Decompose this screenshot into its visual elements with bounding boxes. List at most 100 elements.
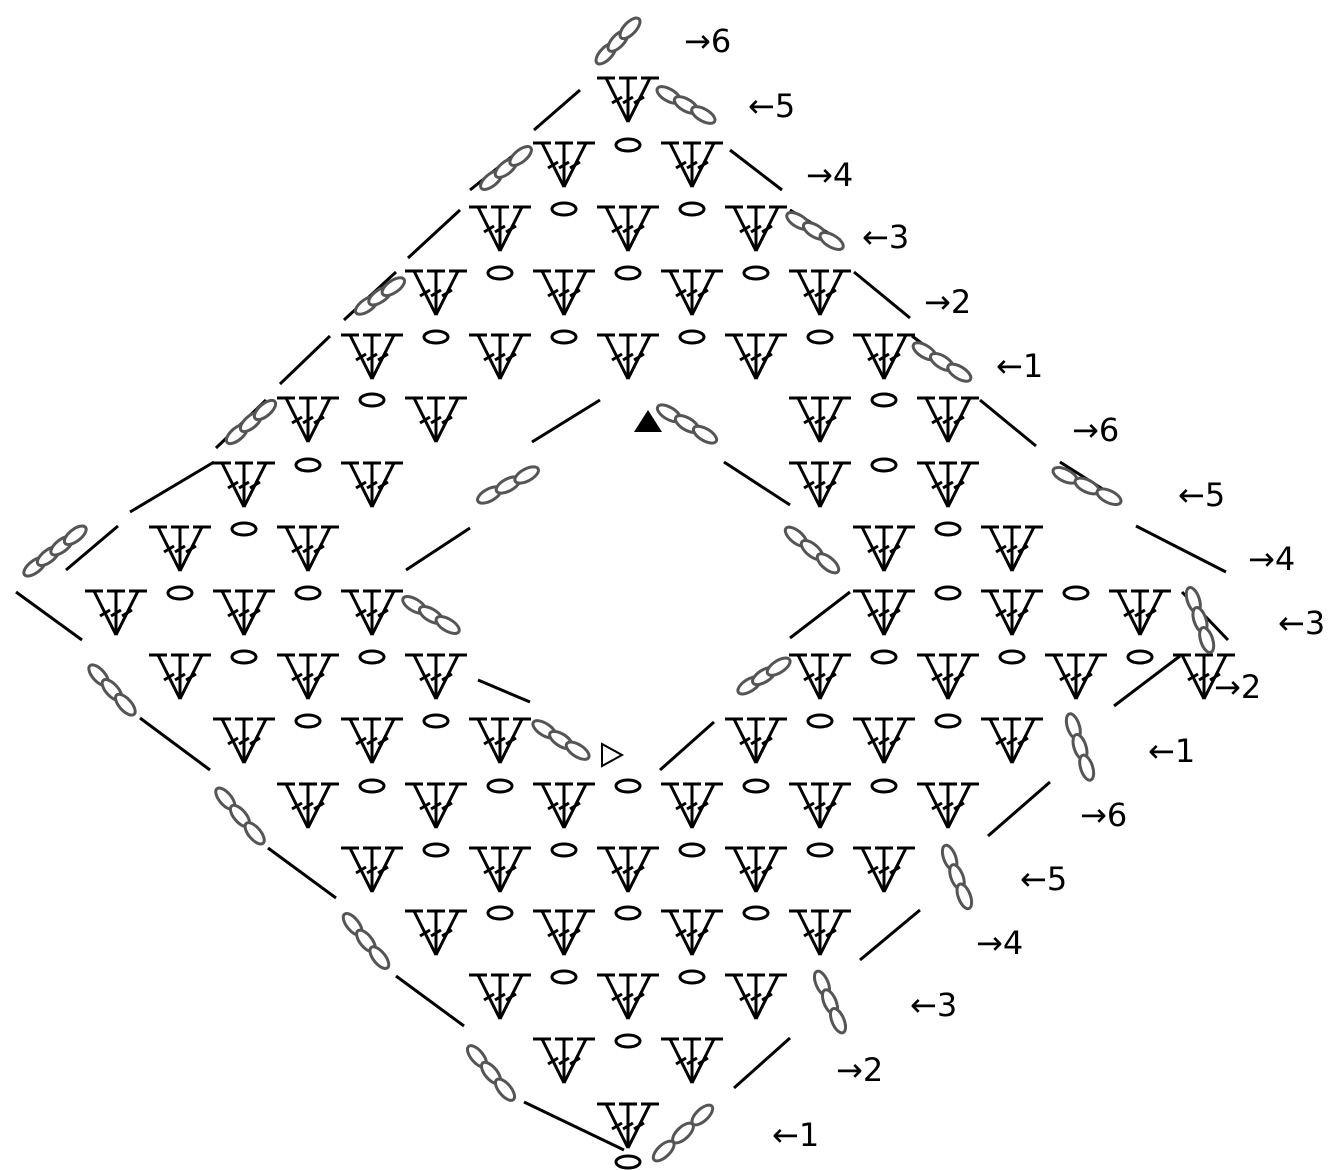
turning-chain: [563, 739, 591, 763]
chain-stitch: [1128, 651, 1152, 663]
chain-stitch: [424, 331, 448, 343]
chain-stitch: [424, 715, 448, 727]
edge-stitch: [396, 976, 464, 1026]
chain-stitch: [168, 587, 192, 599]
chain-stitch: [616, 780, 640, 792]
turning-chain: [1197, 626, 1217, 654]
chain-stitch: [488, 267, 512, 279]
edge-stitch: [860, 910, 920, 960]
edge-stitch: [1114, 656, 1180, 706]
turning-chain: [764, 655, 792, 679]
start-marker-open: [602, 744, 622, 766]
chain-stitch: [872, 651, 896, 663]
chain-stitch: [616, 907, 640, 919]
edge-stitch: [790, 592, 850, 638]
chain-stitch: [1064, 587, 1088, 599]
chain-stitch: [552, 844, 576, 856]
edge-stitch: [534, 90, 580, 130]
chain-stitch: [552, 203, 576, 215]
turning-chain: [112, 691, 138, 718]
turning-chain: [1077, 753, 1096, 781]
turning-chain: [689, 103, 718, 126]
chain-stitch: [936, 587, 960, 599]
edge-stitch: [980, 400, 1036, 446]
row-label: →6: [1072, 411, 1119, 449]
row-label: ←3: [910, 986, 957, 1024]
row-label: →2: [924, 283, 971, 321]
chain-stitch: [616, 267, 640, 279]
edge-stitch: [478, 680, 530, 702]
turning-chain: [954, 882, 974, 911]
chain-stitch: [680, 971, 704, 983]
turning-chain: [1095, 486, 1124, 508]
chain-stitch: [744, 267, 768, 279]
row-label: →4: [806, 156, 853, 194]
chain-stitch: [744, 907, 768, 919]
edge-stitch: [734, 1038, 790, 1088]
chain-stitch: [296, 715, 320, 727]
edge-stitch: [532, 400, 600, 442]
chain-stitch: [808, 715, 832, 727]
edge-stitch: [854, 272, 910, 318]
chain-stitch: [296, 459, 320, 471]
row-label: →4: [976, 924, 1023, 962]
row-label: →6: [684, 22, 731, 60]
turning-chain: [945, 361, 973, 385]
chain-stitch: [488, 907, 512, 919]
chain-stitch: [808, 331, 832, 343]
chain-stitch: [872, 394, 896, 406]
edge-stitch: [280, 336, 330, 384]
chain-stitch: [680, 203, 704, 215]
turning-chain: [617, 15, 644, 42]
turning-chain: [814, 550, 842, 576]
chain-stitch: [552, 971, 576, 983]
chain-stitch: [424, 844, 448, 856]
edge-stitch: [130, 462, 214, 512]
row-label: ←5: [748, 87, 795, 125]
turning-chain: [827, 1006, 848, 1035]
chain-stitch: [872, 780, 896, 792]
row-label: →2: [1214, 668, 1261, 706]
turning-chain: [433, 613, 461, 637]
turning-chain: [817, 229, 845, 253]
chain-stitch: [552, 331, 576, 343]
edge-stitch: [988, 782, 1050, 836]
edge-stitch: [408, 210, 460, 258]
row-label: →6: [1080, 796, 1127, 834]
edge-stitch: [1136, 526, 1226, 572]
chain-stitch: [680, 331, 704, 343]
turning-chain: [367, 944, 393, 972]
chain-stitch: [1000, 651, 1024, 663]
chain-stitch: [232, 651, 256, 663]
edge-stitch: [406, 528, 470, 570]
chain-stitch: [616, 1156, 640, 1168]
edge-stitch: [730, 150, 782, 190]
chain-stitch: [296, 587, 320, 599]
chain-stitch: [488, 780, 512, 792]
chain-stitch: [680, 844, 704, 856]
chain-stitch: [232, 523, 256, 535]
chain-stitch: [936, 523, 960, 535]
chain-stitch: [936, 715, 960, 727]
edge-stitch: [660, 722, 714, 770]
row-label: →4: [1248, 540, 1295, 578]
row-label: ←5: [1178, 476, 1225, 514]
turning-chain: [61, 523, 89, 548]
chain-stitch: [872, 459, 896, 471]
row-label: ←1: [1148, 732, 1195, 770]
turning-chain: [691, 423, 719, 447]
chain-stitch: [360, 780, 384, 792]
edge-stitch: [140, 718, 210, 770]
turning-chain: [492, 1076, 518, 1104]
chain-stitch: [808, 844, 832, 856]
row-label: ←3: [1278, 604, 1325, 642]
chain-stitch: [616, 139, 640, 151]
row-label: ←1: [996, 347, 1043, 385]
turning-chain: [507, 143, 535, 169]
row-label: ←3: [862, 218, 909, 256]
chain-stitch: [360, 651, 384, 663]
chain-stitch: [616, 1035, 640, 1047]
edge-stitch: [16, 592, 82, 640]
turning-chain: [379, 274, 407, 299]
